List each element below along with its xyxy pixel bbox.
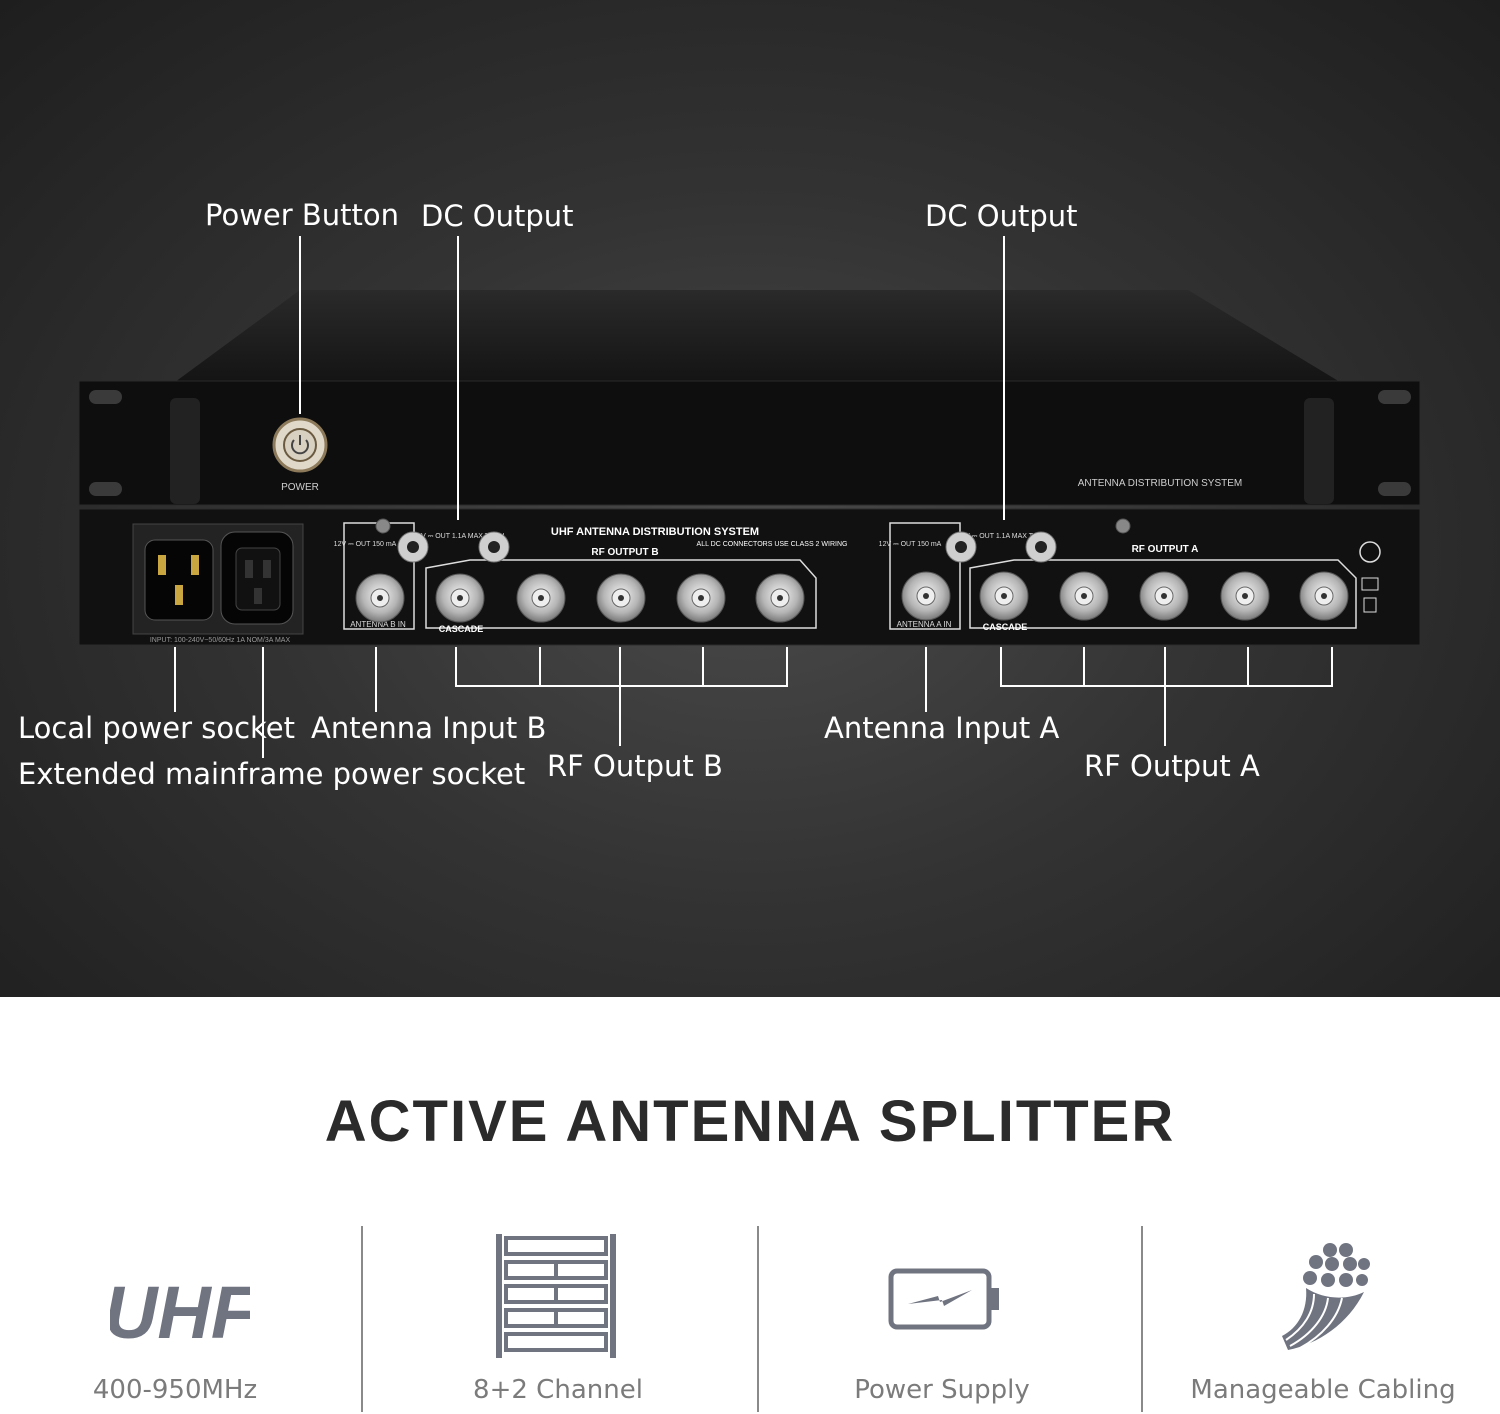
- cable-bundle-icon: [1278, 1240, 1372, 1356]
- cascade-a-label: CASCADE: [983, 622, 1028, 632]
- local-power-socket-icon: [144, 539, 214, 621]
- callout-antenna-input-a: Antenna Input A: [824, 711, 1060, 745]
- antenna-input-a-bnc-icon[interactable]: [901, 571, 951, 621]
- rf-output-a-label: RF OUTPUT A: [1132, 544, 1199, 555]
- power-label: POWER: [281, 482, 319, 493]
- uhf-text-icon: UHF: [104, 1262, 258, 1354]
- dc-spec-a: 12V ⎓ OUT 150 mA: [879, 541, 942, 548]
- section-a: RF OUTPUT A 12V ⎓ OUT 150 mA 12V ⎓ OUT 1…: [879, 518, 1357, 632]
- callout-rf-output-a: RF Output A: [1084, 749, 1260, 783]
- callout-lines: [174, 236, 1333, 758]
- dc-output-a-jack-icon[interactable]: [945, 531, 1057, 563]
- rack-handle: [1304, 398, 1334, 504]
- feature-label-frequency: 400-950MHz: [92, 1375, 258, 1405]
- antenna-a-in-label: ANTENNA A IN: [897, 620, 952, 629]
- certification-marks-icon: [1359, 541, 1381, 613]
- feature-divider: [757, 1226, 759, 1412]
- rack-ear-slot: [89, 482, 122, 496]
- rack-ear-slot: [89, 390, 122, 404]
- feature-divider: [1141, 1226, 1143, 1412]
- feature-label-power: Power Supply: [854, 1375, 1030, 1405]
- battery-power-icon: [888, 1268, 1002, 1330]
- rack-ear-slot: [1378, 482, 1411, 496]
- cascade-b-label: CASCADE: [439, 624, 484, 634]
- dc-out-b: 12V ⎓ OUT 1.1A MAX TOTAL: [413, 533, 506, 540]
- ground-screw-icon: [1115, 518, 1131, 534]
- rf-output-b-bnc-icons[interactable]: [435, 573, 805, 623]
- callout-dc-output-left: DC Output: [421, 199, 574, 233]
- callout-extended-power-socket: Extended mainframe power socket: [18, 757, 526, 791]
- ground-screw-icon: [375, 518, 391, 534]
- callout-antenna-input-b: Antenna Input B: [311, 711, 547, 745]
- callout-dc-output-right: DC Output: [925, 199, 1078, 233]
- extended-power-socket-icon: [220, 531, 294, 625]
- rack-handle: [170, 398, 200, 504]
- panel-note-b: ALL DC CONNECTORS USE CLASS 2 WIRING: [697, 541, 848, 548]
- dc-out-a: 12V ⎓ OUT 1.1A MAX TOTAL: [957, 533, 1050, 540]
- rack-channels-icon: [494, 1232, 620, 1360]
- panel-title-b: UHF ANTENNA DISTRIBUTION SYSTEM: [551, 526, 759, 538]
- dc-output-b-jack-icon[interactable]: [397, 531, 510, 563]
- power-button-icon[interactable]: [272, 417, 328, 473]
- dc-spec-b: 12V ⎓ OUT 150 mA: [334, 541, 397, 548]
- device-photo-area: POWER ANTENNA DISTRIBUTION SYSTEM INPUT:…: [0, 0, 1500, 997]
- rf-output-a-bnc-icons[interactable]: [979, 571, 1349, 621]
- page-title: ACTIVE ANTENNA SPLITTER: [324, 1089, 1176, 1154]
- feature-divider: [361, 1226, 363, 1412]
- feature-label-cabling: Manageable Cabling: [1190, 1375, 1456, 1405]
- rack-device-illustration: POWER ANTENNA DISTRIBUTION SYSTEM INPUT:…: [78, 236, 1421, 758]
- input-spec-label: INPUT: 100-240V~50/60Hz 1A NOM/3A MAX: [150, 637, 291, 644]
- svg-text:UHF: UHF: [110, 1271, 250, 1352]
- antenna-b-in-label: ANTENNA B IN: [350, 620, 406, 629]
- system-label: ANTENNA DISTRIBUTION SYSTEM: [1078, 478, 1242, 489]
- antenna-input-b-bnc-icon[interactable]: [355, 573, 405, 623]
- callout-local-power-socket: Local power socket: [18, 711, 296, 745]
- rf-output-b-label: RF OUTPUT B: [591, 547, 658, 558]
- rack-ear-slot: [1378, 390, 1411, 404]
- callout-power-button: Power Button: [205, 198, 400, 232]
- callout-rf-output-b: RF Output B: [547, 749, 723, 783]
- feature-label-channels: 8+2 Channel: [473, 1375, 643, 1405]
- device-top-cover: [175, 290, 1340, 382]
- section-b: UHF ANTENNA DISTRIBUTION SYSTEM ALL DC C…: [334, 518, 848, 634]
